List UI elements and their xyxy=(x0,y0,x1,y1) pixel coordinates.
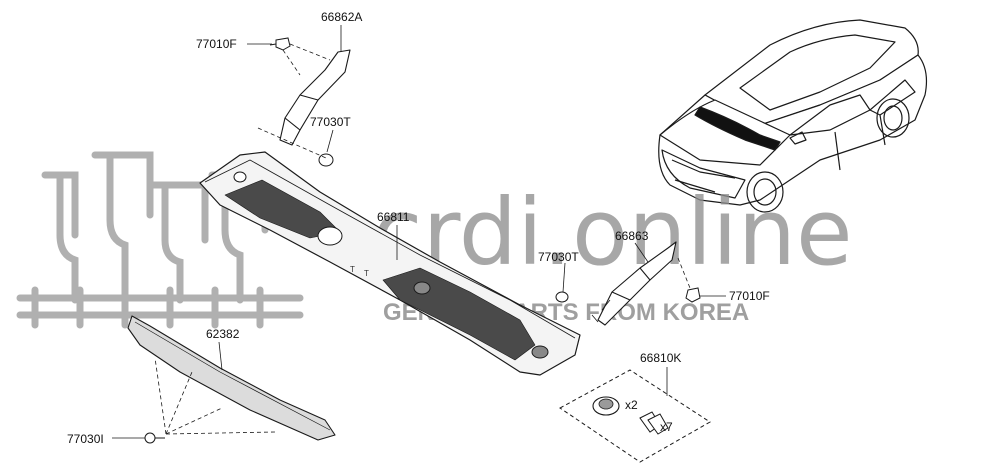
leader-lines xyxy=(112,25,726,439)
svg-text:T: T xyxy=(350,265,355,274)
left-cowl-bracket xyxy=(279,49,351,146)
label-66863: 66863 xyxy=(615,229,649,243)
screw-77030I xyxy=(144,432,165,444)
label-62382: 62382 xyxy=(206,327,240,341)
label-66862A: 66862A xyxy=(321,10,362,24)
car-illustration xyxy=(658,19,928,213)
clip-77010F-right xyxy=(685,287,701,303)
cowl-panel: T T xyxy=(199,151,581,376)
label-77030T-right: 77030T xyxy=(538,250,579,264)
label-77010F-top: 77010F xyxy=(196,37,237,51)
grommet-77030T-right xyxy=(555,291,569,303)
label-77030I: 77030I xyxy=(67,432,104,446)
label-66810K: 66810K xyxy=(640,351,681,365)
qty-grommet: x2 xyxy=(625,398,638,412)
label-77010F-right: 77010F xyxy=(729,289,770,303)
label-66811: 66811 xyxy=(377,210,410,224)
kit-box xyxy=(559,369,711,463)
right-cowl-bracket xyxy=(597,241,677,326)
cowl-strip xyxy=(127,315,336,441)
qty-clip: x7 xyxy=(660,420,673,434)
svg-text:T: T xyxy=(364,269,369,278)
clip-77010F-top xyxy=(269,37,291,51)
label-77030T-top: 77030T xyxy=(310,115,351,129)
grommet-77030T-top xyxy=(318,153,334,167)
